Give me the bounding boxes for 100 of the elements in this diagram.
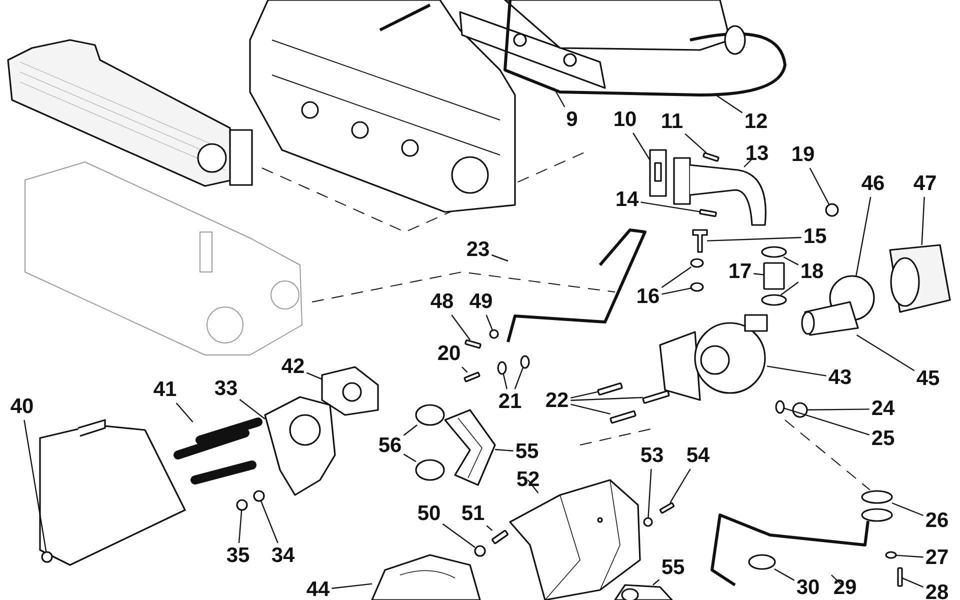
- callout-number: 15: [803, 226, 827, 248]
- bolt-drawing: [464, 339, 482, 349]
- leader-line: [661, 266, 692, 288]
- callout-number: 55: [515, 441, 539, 463]
- washer-drawing: [489, 329, 499, 339]
- leader-line: [494, 448, 514, 452]
- leader-line: [921, 196, 925, 246]
- housing-drawing: [371, 554, 481, 600]
- callout-number: 44: [306, 579, 330, 600]
- leader-line: [332, 583, 372, 589]
- callout-number: 14: [615, 189, 639, 211]
- leader-line: [662, 288, 692, 295]
- callout-number: 56: [378, 435, 402, 457]
- callout-number: 48: [430, 291, 454, 313]
- callout-number: 19: [791, 144, 815, 166]
- callout-number: 24: [871, 398, 895, 420]
- gasket-drawing: [649, 149, 667, 197]
- hose-drawing: [801, 301, 859, 336]
- leader-line: [809, 168, 830, 204]
- gasket-drawing: [321, 366, 379, 416]
- exhaust-manifold-drawing: [504, 0, 786, 96]
- callout-number: 53: [640, 445, 664, 467]
- leader-line: [403, 424, 418, 436]
- callout-number: 52: [516, 469, 540, 491]
- bolt-drawing: [692, 229, 708, 253]
- hose-drawing: [444, 409, 496, 486]
- callout-number: 28: [925, 582, 949, 600]
- clamp-drawing: [761, 246, 787, 258]
- callout-number: 30: [796, 577, 820, 599]
- leader-line: [892, 502, 924, 516]
- leader-line: [807, 408, 870, 410]
- nut-drawing: [236, 499, 248, 511]
- callout-number: 55: [661, 557, 685, 579]
- leader-line: [780, 282, 799, 296]
- callout-number: 45: [916, 368, 940, 390]
- leader-line: [492, 254, 508, 262]
- leader-line: [570, 391, 598, 398]
- callout-number: 9: [566, 109, 578, 131]
- leader-line: [570, 404, 610, 414]
- callout-number: 21: [498, 391, 522, 413]
- callout-number: 25: [871, 428, 895, 450]
- leader-line: [766, 366, 826, 376]
- callout-number: 18: [800, 261, 824, 283]
- stud-drawing: [642, 390, 670, 404]
- bolt-drawing: [698, 208, 718, 218]
- leader-line: [684, 133, 707, 154]
- leader-line: [403, 454, 416, 462]
- leader-line: [783, 256, 799, 266]
- leader-line: [744, 158, 754, 168]
- leader-line: [754, 273, 764, 276]
- washer-drawing: [41, 551, 53, 563]
- callout-number: 47: [913, 173, 937, 195]
- hose-drawing: [614, 584, 673, 600]
- leader-line: [706, 236, 802, 242]
- callout-number: 42: [281, 356, 305, 378]
- spacer-drawing: [174, 418, 262, 484]
- callout-number: 50: [417, 503, 441, 525]
- leader-line: [856, 334, 915, 372]
- leader-line: [570, 396, 643, 401]
- leader-line: [670, 468, 691, 504]
- bolt-drawing: [897, 567, 903, 587]
- leader-line: [784, 408, 870, 436]
- leader-line: [462, 366, 468, 373]
- leader-line: [553, 88, 566, 108]
- stud-drawing: [610, 410, 636, 424]
- callout-number: 54: [686, 445, 710, 467]
- washer-drawing: [643, 517, 653, 527]
- callout-number: 35: [226, 545, 250, 567]
- leader-line: [306, 372, 322, 380]
- leader-line: [896, 554, 924, 558]
- callout-number: 41: [153, 379, 177, 401]
- leader-line: [451, 314, 471, 340]
- turbocharger-drawing: [659, 314, 768, 401]
- leader-line: [486, 525, 493, 531]
- nut-drawing: [825, 203, 839, 217]
- callout-number: 49: [469, 291, 493, 313]
- callout-number: 20: [437, 343, 461, 365]
- nut-drawing: [792, 402, 808, 418]
- stud-drawing: [597, 382, 623, 396]
- callout-number: 27: [925, 547, 949, 569]
- leader-line: [176, 402, 194, 422]
- leader-line: [486, 314, 493, 330]
- callout-number: 43: [828, 367, 852, 389]
- leader-line: [528, 480, 539, 494]
- gasket-drawing: [459, 11, 606, 89]
- valve-housing-drawing: [264, 396, 336, 496]
- clamp-drawing: [415, 459, 445, 481]
- gasket-drawing: [861, 490, 893, 504]
- callout-number: 29: [833, 577, 857, 599]
- callout-number: 33: [214, 378, 238, 400]
- callout-number: 51: [461, 503, 485, 525]
- callout-number: 26: [925, 510, 949, 532]
- washer-drawing: [690, 282, 704, 292]
- leader-line: [774, 568, 795, 581]
- leader-line: [902, 577, 924, 588]
- callout-number: 23: [466, 239, 490, 261]
- bolt-drawing: [659, 502, 675, 514]
- callout-number: 10: [613, 109, 637, 131]
- leader-line: [830, 574, 842, 586]
- clamp-drawing: [761, 294, 787, 306]
